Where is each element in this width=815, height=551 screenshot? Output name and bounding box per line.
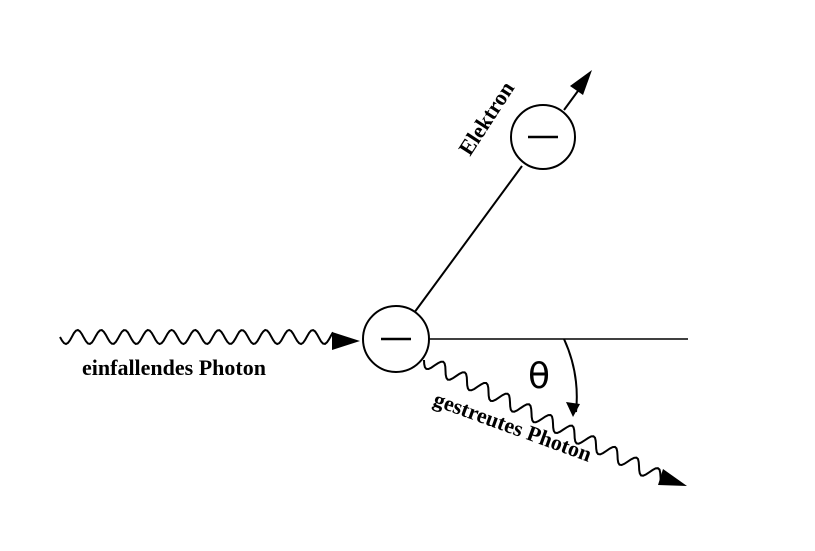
incident-photon-arrowhead	[332, 332, 360, 350]
incident-photon-wave	[59, 328, 334, 346]
angle-arrowhead	[566, 402, 580, 417]
scattered-photon-wave	[423, 359, 662, 481]
electron-path	[413, 165, 523, 314]
theta-label: θ	[528, 356, 550, 397]
recoil-electron	[510, 104, 576, 170]
target-electron	[362, 305, 430, 373]
incident-photon-label: einfallendes Photon	[82, 355, 266, 380]
electron-label: Elektron	[453, 77, 519, 160]
angle-arc	[563, 338, 578, 413]
electron-arrowhead	[570, 70, 592, 95]
scattered-photon-arrowhead	[658, 469, 687, 486]
